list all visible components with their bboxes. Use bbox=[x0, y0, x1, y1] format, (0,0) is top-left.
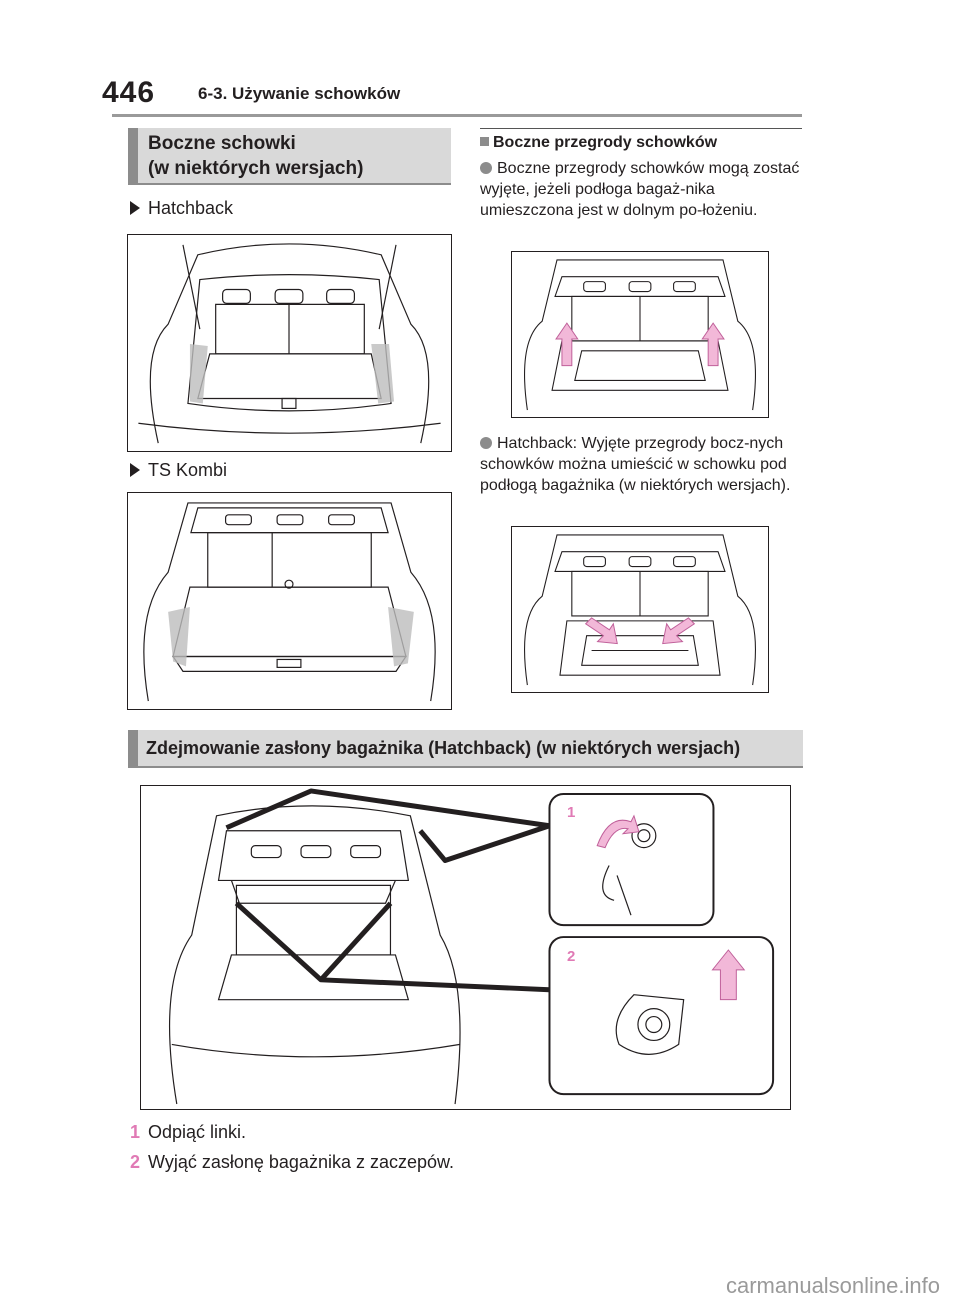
partition-removal-illustration bbox=[511, 251, 769, 418]
kombi-label: TS Kombi bbox=[130, 460, 227, 481]
partitions-heading: Boczne przegrody schowków bbox=[480, 134, 717, 152]
step-1-text: Odpiąć linki. bbox=[148, 1122, 247, 1142]
side-storage-heading: Boczne schowki (w niektórych wersjach) bbox=[128, 128, 451, 185]
partition-storage-drawing bbox=[524, 534, 756, 686]
callout-number-1: 1 bbox=[567, 804, 576, 821]
page-number: 446 bbox=[102, 76, 156, 109]
hatchback-label: Hatchback bbox=[130, 198, 233, 219]
side-storage-heading-line1: Boczne schowki bbox=[148, 133, 296, 154]
partition-storage-illustration bbox=[511, 526, 769, 693]
partitions-bullet-2: Hatchback: Wyjęte przegrody bocz-nych sc… bbox=[480, 435, 791, 494]
triangle-bullet-icon bbox=[130, 463, 140, 477]
removal-heading: Zdejmowanie zasłony bagażnika (Hatchback… bbox=[128, 730, 803, 768]
partition-removal-drawing bbox=[524, 259, 756, 411]
kombi-trunk-illustration bbox=[127, 492, 452, 710]
round-bullet-icon bbox=[480, 162, 492, 174]
section-title: 6-3. Używanie schowków bbox=[198, 84, 401, 103]
square-bullet-icon bbox=[480, 137, 489, 146]
partitions-bullet-1: Boczne przegrody schowków mogą zostać wy… bbox=[480, 160, 800, 219]
side-storage-heading-line2: (w niektórych wersjach) bbox=[148, 158, 364, 179]
hatchback-trunk-drawing bbox=[138, 243, 441, 444]
partitions-rule bbox=[480, 128, 802, 129]
step-2-number: 2 bbox=[130, 1152, 141, 1172]
callout-number-2: 2 bbox=[567, 948, 576, 965]
watermark: carmanualsonline.info bbox=[725, 1273, 940, 1298]
step-2-text: Wyjąć zasłonę bagażnika z zaczepów. bbox=[148, 1152, 455, 1172]
header-rule bbox=[112, 114, 802, 117]
cover-removal-drawing bbox=[168, 788, 775, 1105]
step-2: 2 Wyjąć zasłonę bagażnika z zaczepów. bbox=[130, 1152, 454, 1173]
hatchback-trunk-illustration bbox=[127, 234, 452, 452]
step-1: 1 Odpiąć linki. bbox=[130, 1122, 246, 1143]
cover-removal-illustration: 1 2 bbox=[140, 785, 791, 1110]
kombi-trunk-drawing bbox=[143, 502, 436, 702]
step-1-number: 1 bbox=[130, 1122, 141, 1142]
round-bullet-icon bbox=[480, 437, 492, 449]
triangle-bullet-icon bbox=[130, 201, 140, 215]
